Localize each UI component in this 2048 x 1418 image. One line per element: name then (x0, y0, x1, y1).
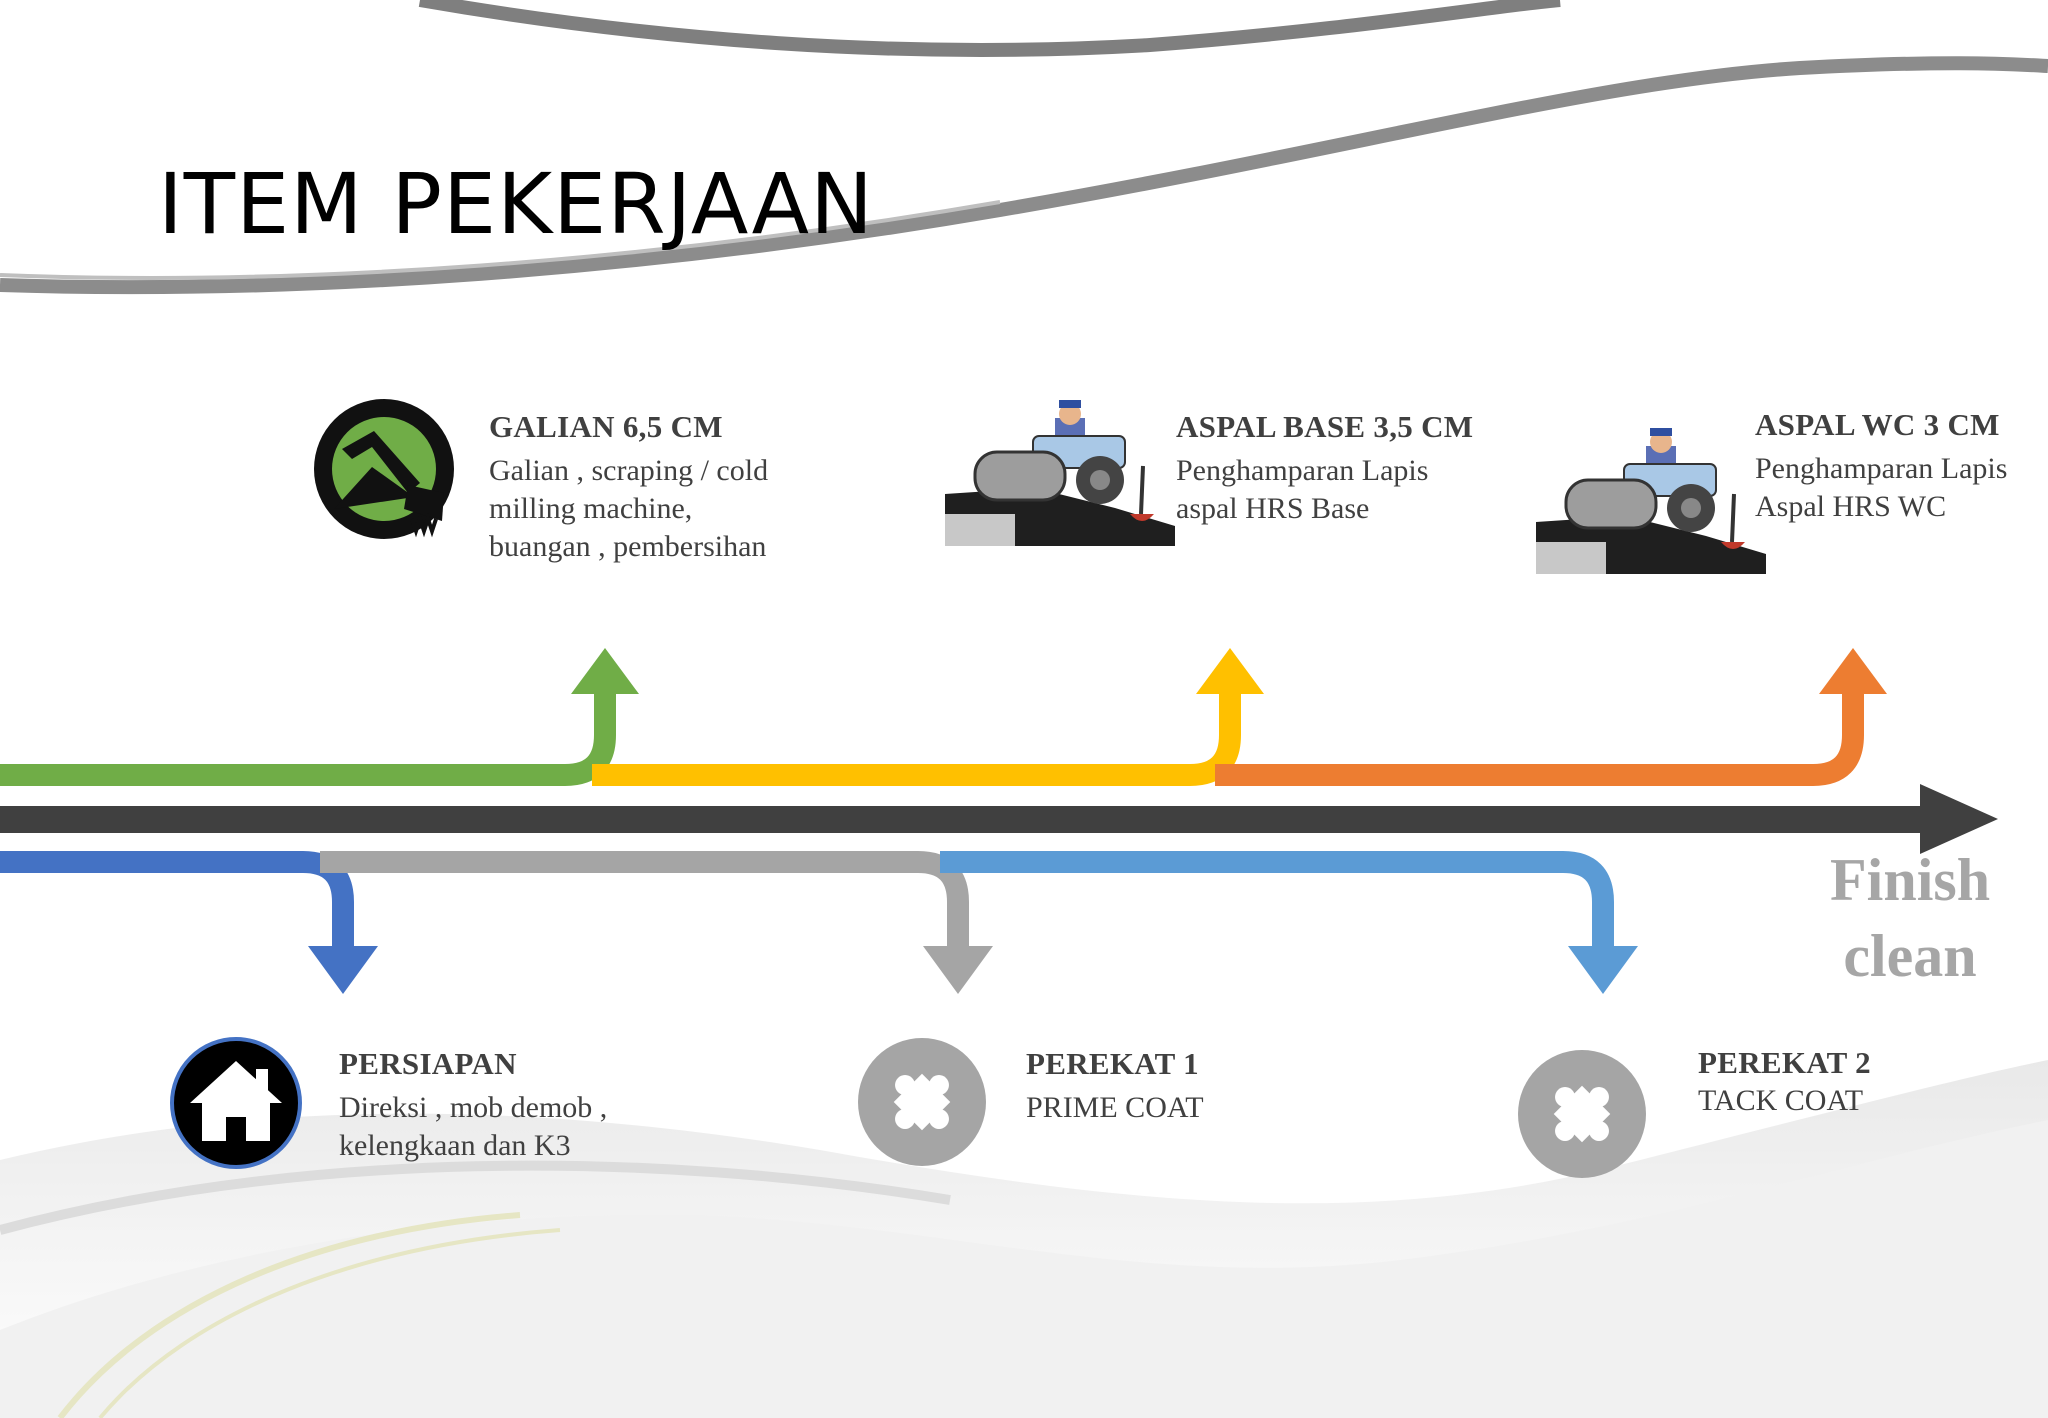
item-description: Penghamparan Lapis aspal HRS Base (1176, 454, 1429, 525)
road-roller-icon (1536, 428, 1766, 574)
item-description: Galian , scraping / cold milling machine… (489, 454, 769, 563)
arrow-galian (0, 690, 616, 786)
arrow-perekat-1 (320, 851, 969, 950)
arrow-galian-head (571, 648, 639, 694)
arrow-aspal-base (592, 690, 1241, 786)
timeline-bar (0, 806, 1930, 833)
arrow-aspal-base-head (1196, 648, 1264, 694)
arrow-persiapan-head (308, 946, 378, 994)
timeline-arrowhead (1920, 784, 1998, 854)
item-title: GALIAN 6,5 CM (489, 409, 723, 444)
arrow-persiapan (0, 851, 354, 950)
arrow-aspal-wc (1215, 690, 1864, 786)
puzzle-icon (858, 1038, 986, 1166)
arrow-perekat-1-head (923, 946, 993, 994)
arrow-perekat-2 (940, 851, 1614, 950)
item-title: ASPAL WC 3 CM (1755, 407, 2000, 442)
home-icon (170, 1037, 302, 1169)
finish-word: Finish (1830, 847, 1991, 913)
excavator-icon (314, 399, 454, 539)
item-description: PRIME COAT (1026, 1091, 1204, 1124)
puzzle-icon (1518, 1050, 1646, 1178)
finish-label: Finish clean (1830, 842, 1990, 994)
item-galian: GALIAN 6,5 CM Galian , scraping / cold m… (489, 408, 768, 566)
item-description: TACK COAT (1698, 1084, 1864, 1117)
item-aspal-wc: ASPAL WC 3 CM Penghamparan Lapis Aspal H… (1755, 406, 2007, 526)
item-title: PERSIAPAN (339, 1046, 517, 1081)
item-title: PEREKAT 1 (1026, 1046, 1199, 1081)
road-roller-icon (945, 400, 1175, 546)
item-description: Direksi , mob demob , kelengkaan dan K3 (339, 1091, 608, 1162)
item-description: Penghamparan Lapis Aspal HRS WC (1755, 452, 2008, 523)
item-perekat-2: PEREKAT 2 TACK COAT (1698, 1044, 1871, 1120)
arrow-aspal-wc-head (1819, 648, 1887, 694)
page-title: ITEM PEKERJAAN (158, 155, 874, 253)
clean-word: clean (1843, 923, 1977, 989)
item-aspal-base: ASPAL BASE 3,5 CM Penghamparan Lapis asp… (1176, 408, 1473, 528)
item-persiapan: PERSIAPAN Direksi , mob demob , kelengka… (339, 1045, 607, 1165)
item-title: ASPAL BASE 3,5 CM (1176, 409, 1474, 444)
item-title: PEREKAT 2 (1698, 1045, 1871, 1080)
arrow-perekat-2-head (1568, 946, 1638, 994)
item-perekat-1: PEREKAT 1 PRIME COAT (1026, 1045, 1204, 1127)
